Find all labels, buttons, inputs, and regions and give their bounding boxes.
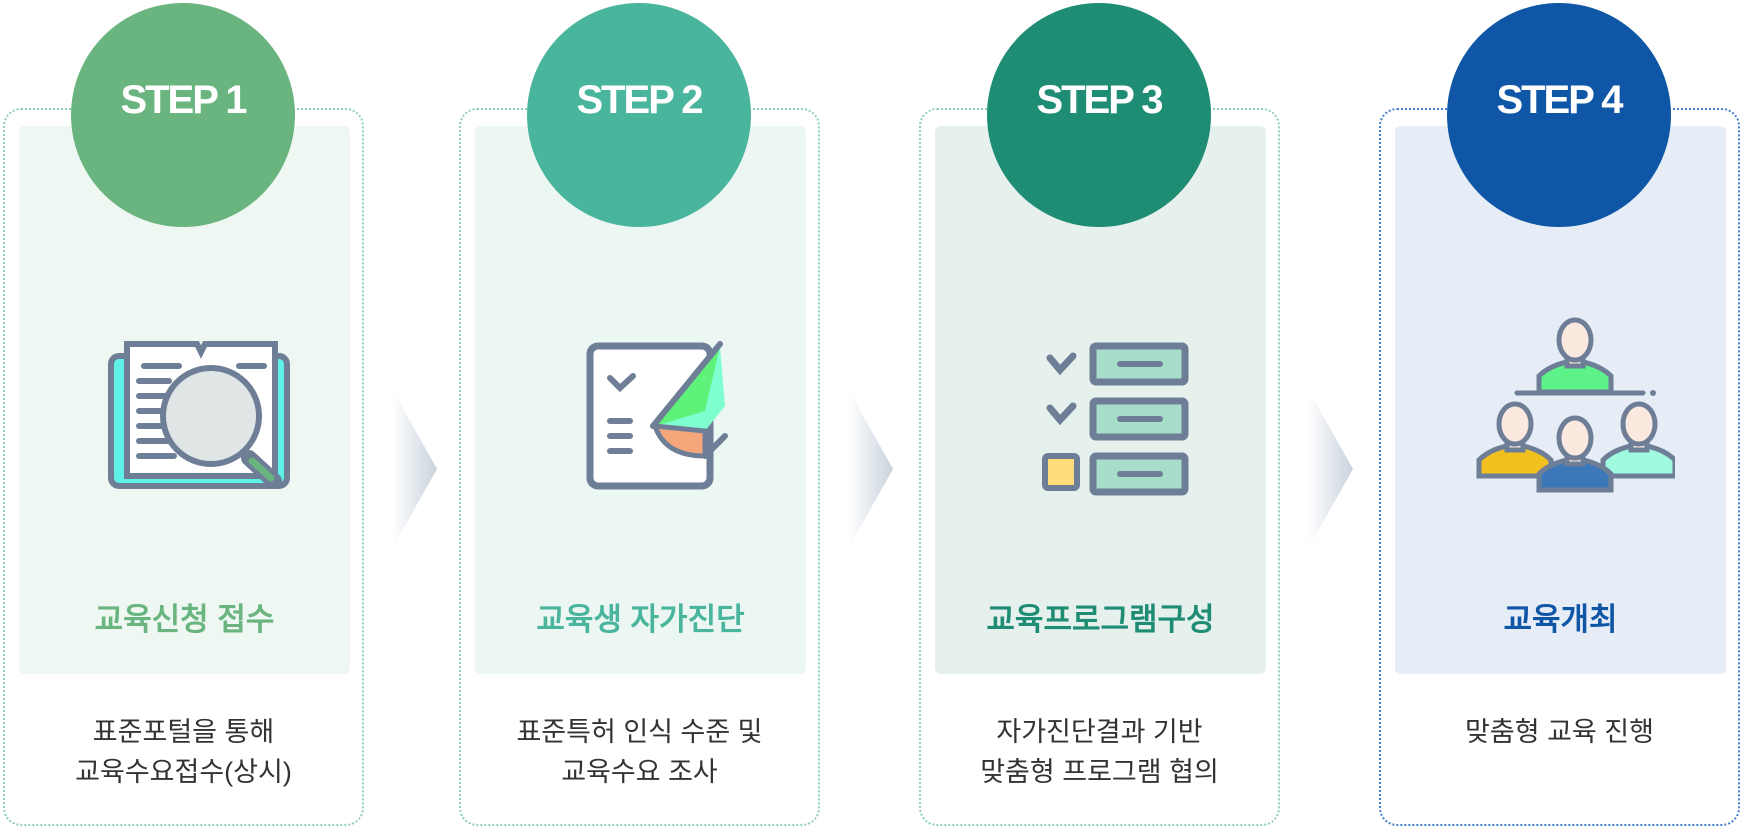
step-title: 교육개최 [1503,602,1618,637]
step-panel: 교육프로그램구성 [935,126,1266,674]
step-description-line: 자가진단결과 기반 [996,717,1203,747]
arrow-right-icon [849,391,893,547]
step-description-line: 표준특허 인식 수준 및 [516,717,763,747]
arrow-right-icon [393,391,437,547]
step-description-line: 표준포털을 통해 [92,717,275,747]
step-description-line: 맞춤형 프로그램 협의 [980,757,1219,787]
step-title: 교육신청 접수 [94,602,275,637]
step-badge: STEP 4 [1447,3,1671,227]
book-search-icon [99,316,299,516]
checklist-pencil-icon [555,316,755,516]
step-panel: 교육생 자가진단 [475,126,806,674]
step-description-line: 교육수요접수(상시) [75,757,292,787]
step-badge: STEP 3 [987,3,1211,227]
group-people-icon [1475,316,1675,516]
step-description: 맞춤형 교육 진행 [1381,712,1738,752]
step-description-line: 맞춤형 교육 진행 [1465,717,1654,747]
step-badge: STEP 1 [71,3,295,227]
step-badge: STEP 2 [527,3,751,227]
arrow-right-icon [1309,391,1353,547]
step-title: 교육프로그램구성 [986,602,1215,637]
checklist-icon [1015,316,1215,516]
step-title: 교육생 자가진단 [536,602,745,637]
step-description-line: 교육수요 조사 [561,757,718,787]
